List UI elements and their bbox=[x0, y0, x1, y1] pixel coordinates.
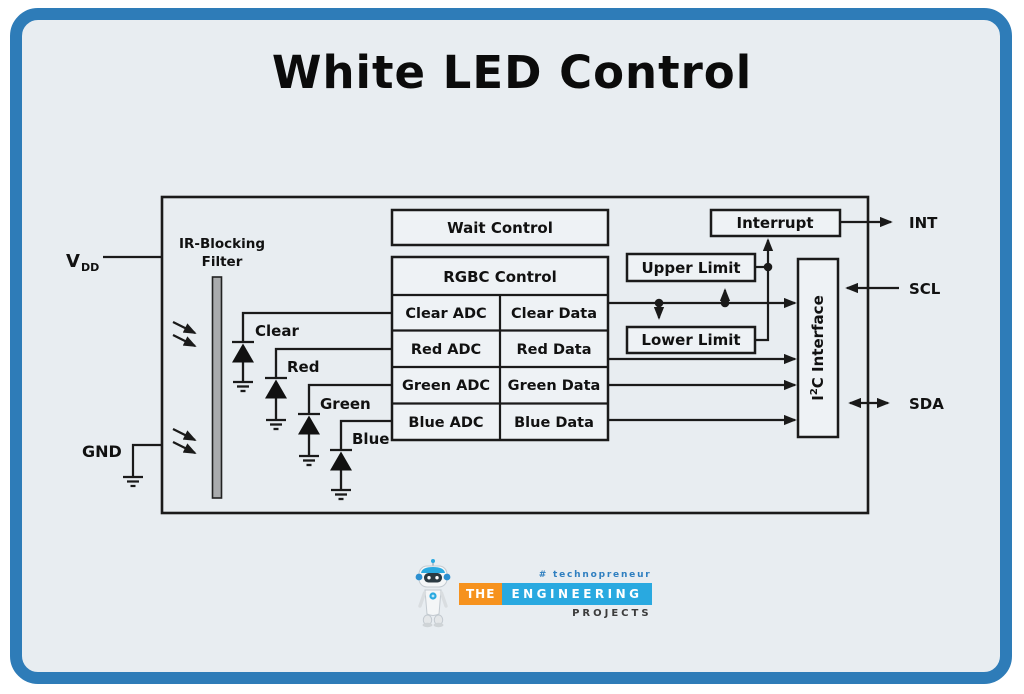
ir-filter-bar bbox=[211, 276, 223, 499]
gnd-pin: GND bbox=[82, 442, 162, 488]
photodiode-green: Green bbox=[298, 383, 392, 467]
blue-adc-cell: Blue ADC bbox=[408, 415, 483, 431]
int-pin: INT bbox=[840, 214, 938, 232]
photodiode-icon bbox=[298, 412, 320, 456]
photon-arrows-icon-bottom bbox=[172, 428, 197, 454]
lower-limit-box: Lower Limit bbox=[625, 325, 757, 355]
photodiode-icon bbox=[330, 448, 352, 490]
photodiode-blue-wire bbox=[339, 419, 392, 450]
photodiode-clear-wire bbox=[241, 311, 392, 342]
red-data-cell: Red Data bbox=[517, 342, 592, 358]
scl-pin: SCL bbox=[845, 280, 941, 298]
vdd-sub-label: DD bbox=[81, 261, 99, 274]
blue-data-cell: Blue Data bbox=[514, 415, 594, 431]
main-chip-box bbox=[160, 195, 870, 515]
ir-filter-label-line1: IR-Blocking bbox=[179, 236, 265, 252]
limits-to-interrupt-wire bbox=[755, 238, 774, 342]
photodiode-clear: Clear bbox=[232, 311, 392, 393]
i2c-interface-box: I2C Interface bbox=[796, 257, 840, 439]
page-title: White LED Control bbox=[271, 46, 753, 99]
clear-adc-cell: Clear ADC bbox=[405, 306, 486, 322]
lower-limit-label: Lower Limit bbox=[641, 331, 740, 349]
photon-arrows-icon-top bbox=[172, 321, 197, 347]
photodiode-icon bbox=[232, 340, 254, 382]
photodiode-red-wire bbox=[274, 347, 392, 378]
green-adc-cell: Green ADC bbox=[402, 378, 490, 394]
photodiode-green-wire bbox=[307, 383, 392, 414]
limit-wiring bbox=[653, 238, 774, 342]
ground-icon bbox=[233, 380, 253, 393]
photodiode-red: Red bbox=[265, 347, 392, 431]
ground-icon bbox=[123, 475, 143, 488]
int-pin-label: INT bbox=[909, 214, 938, 232]
photodiode-red-label: Red bbox=[287, 358, 319, 376]
interrupt-label: Interrupt bbox=[737, 214, 814, 232]
ground-icon bbox=[299, 454, 319, 467]
logo-projects-label: PROJECTS bbox=[572, 608, 652, 619]
wait-control-box: Wait Control bbox=[390, 208, 610, 247]
gnd-wire bbox=[131, 443, 162, 477]
vdd-label: V bbox=[66, 251, 80, 272]
logo-engineering-badge: ENGINEERING bbox=[502, 583, 652, 605]
logo-the-badge: THE bbox=[459, 583, 503, 605]
junction-dot bbox=[763, 262, 773, 272]
upper-limit-label: Upper Limit bbox=[641, 259, 740, 277]
green-data-cell: Green Data bbox=[508, 378, 601, 394]
wait-control-label: Wait Control bbox=[447, 219, 553, 237]
gnd-label: GND bbox=[82, 442, 122, 461]
sda-pin-label: SDA bbox=[909, 395, 944, 413]
i2c-interface-label: I2C Interface bbox=[809, 295, 827, 401]
robot-mascot-logo bbox=[415, 559, 451, 628]
data-bus-wires bbox=[608, 297, 797, 426]
brand-logo: # technopreneur THE ENGINEERING PROJECTS bbox=[414, 556, 652, 628]
scl-pin-label: SCL bbox=[909, 280, 941, 298]
vdd-pin: V DD bbox=[66, 251, 162, 274]
ir-filter: IR-Blocking Filter bbox=[179, 236, 265, 499]
photodiode-clear-label: Clear bbox=[255, 322, 299, 340]
upper-limit-box: Upper Limit bbox=[625, 252, 757, 283]
photodiode-icon bbox=[265, 376, 287, 420]
logo-tagline: # technopreneur bbox=[538, 570, 652, 580]
ir-filter-label-line2: Filter bbox=[202, 254, 243, 270]
ground-icon bbox=[266, 418, 286, 431]
photodiode-green-label: Green bbox=[320, 395, 371, 413]
red-adc-cell: Red ADC bbox=[411, 342, 481, 358]
rgbc-control-label: RGBC Control bbox=[443, 268, 557, 286]
photodiode-blue-label: Blue bbox=[352, 430, 389, 448]
interrupt-box: Interrupt bbox=[709, 208, 842, 238]
ground-icon bbox=[331, 488, 351, 501]
rgbc-table: RGBC Control Clear ADC Red ADC Green ADC… bbox=[390, 255, 610, 442]
clear-data-cell: Clear Data bbox=[511, 306, 597, 322]
photodiode-blue: Blue bbox=[330, 419, 392, 501]
sda-pin: SDA bbox=[848, 395, 944, 413]
